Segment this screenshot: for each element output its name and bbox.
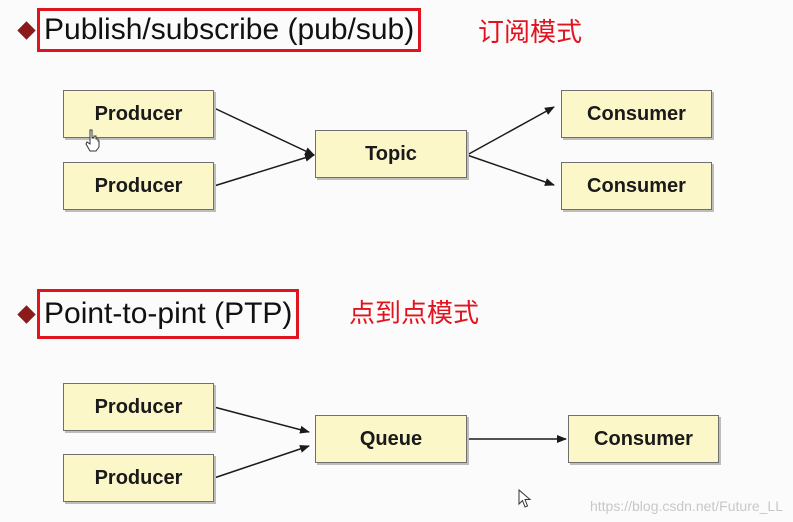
- hand-cursor-icon: [85, 129, 100, 152]
- queue-node: Queue: [315, 415, 467, 463]
- topic-node: Topic: [315, 130, 467, 178]
- ptp-heading-row: Point-to-pint (PTP): [17, 289, 300, 339]
- ptp-heading-highlight: Point-to-pint (PTP): [37, 289, 300, 339]
- edge-topic-consumer1: [466, 106, 555, 156]
- pubsub-producer-2: Producer: [63, 162, 214, 210]
- edge-ptp-producer1-queue: [213, 406, 310, 434]
- pubsub-heading: Publish/subscribe (pub/sub): [44, 13, 415, 46]
- edge-ptp-producer2-queue: [213, 445, 310, 479]
- ptp-producer-1: Producer: [63, 383, 214, 431]
- pubsub-heading-row: Publish/subscribe (pub/sub): [17, 8, 422, 52]
- watermark: https://blog.csdn.net/Future_LL: [589, 498, 783, 514]
- diamond-bullet-icon: [17, 20, 36, 40]
- ptp-heading: Point-to-pint (PTP): [44, 297, 293, 330]
- pubsub-producer-1: Producer: [63, 90, 214, 138]
- pubsub-consumer-1: Consumer: [561, 90, 712, 138]
- pubsub-consumer-2: Consumer: [561, 162, 712, 210]
- ptp-producer-2: Producer: [63, 454, 214, 502]
- edge-producer1-topic: [213, 107, 315, 156]
- pubsub-annotation: 订阅模式: [478, 18, 583, 48]
- pubsub-heading-highlight: Publish/subscribe (pub/sub): [37, 8, 422, 52]
- ptp-annotation: 点到点模式: [349, 299, 480, 329]
- arrow-cursor-icon: [518, 489, 532, 508]
- diamond-bullet-icon: [17, 304, 36, 324]
- ptp-consumer: Consumer: [568, 415, 719, 463]
- edge-producer2-topic: [213, 153, 315, 187]
- edge-topic-consumer2: [466, 154, 555, 186]
